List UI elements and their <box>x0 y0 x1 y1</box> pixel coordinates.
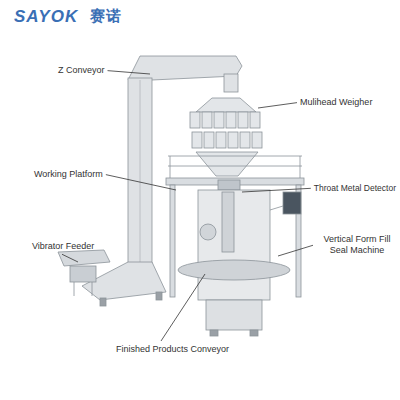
part-label: Throat Metal Detector <box>314 183 396 194</box>
leader-lines <box>62 71 313 341</box>
part-label: Working Platform <box>34 169 103 180</box>
leader-line <box>108 71 150 74</box>
part-label: Mulihead Weigher <box>300 97 372 108</box>
multihead-weigher <box>190 98 262 176</box>
logo-text: 赛诺 <box>90 7 122 26</box>
part-label: Finished Products Conveyor <box>116 344 229 355</box>
logo-text: SAYOK <box>14 6 78 27</box>
part-label: Z Conveyor <box>58 65 105 76</box>
vffs-machine <box>178 190 301 336</box>
part-label: Vertical Form Fill Seal Machine <box>316 234 398 257</box>
leader-line <box>242 188 311 192</box>
metal-detector <box>218 180 240 190</box>
leader-line <box>278 245 313 256</box>
leader-line <box>106 175 176 190</box>
part-label: Vibrator Feeder <box>32 241 94 252</box>
leader-line <box>62 254 78 262</box>
leader-line <box>258 103 297 108</box>
leader-line <box>161 274 205 341</box>
vibrator-feeder <box>58 250 110 296</box>
